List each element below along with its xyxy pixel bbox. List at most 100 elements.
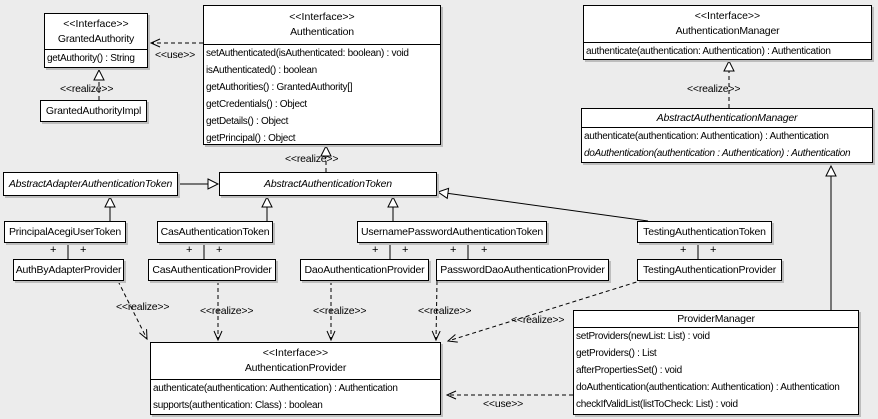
realize-label-testingauthenticationprovider-label: <<realize>> xyxy=(511,314,565,326)
method-row: getPrincipal() : Object xyxy=(206,133,296,143)
class-header-dao-authentication-provider: DaoAuthenticationProvider xyxy=(301,260,428,280)
class-name: AuthenticationManager xyxy=(675,25,780,37)
class-header-abstract-adapter-authentication-token: AbstractAdapterAuthenticationToken xyxy=(4,173,177,195)
class-name: TestingAuthenticationProvider xyxy=(642,263,777,276)
class-name: AbstractAuthenticationToken xyxy=(264,177,392,190)
class-principal-acegi-user-token[interactable]: PrincipalAcegiUserToken xyxy=(4,221,126,243)
class-name: Authentication xyxy=(290,26,354,38)
class-header-abstract-authentication-token: AbstractAuthenticationToken xyxy=(220,173,436,195)
class-header-username-password-authentication-token: UsernamePasswordAuthenticationToken xyxy=(358,222,546,242)
stereotype-label: <<Interface>> xyxy=(63,17,129,30)
class-provider-manager[interactable]: ProviderManager setProviders(newList: Lis… xyxy=(573,310,859,415)
method-compartment: authenticate(authentication: Authenticat… xyxy=(151,379,440,413)
class-header-cas-authentication-provider: CasAuthenticationProvider xyxy=(149,260,275,280)
class-name: PrincipalAcegiUserToken xyxy=(8,225,122,238)
class-name: PasswordDaoAuthenticationProvider xyxy=(440,263,605,276)
method-row: getAuthorities() : GrantedAuthority[] xyxy=(206,82,353,93)
class-dao-authentication-provider[interactable]: DaoAuthenticationProvider xyxy=(300,259,429,281)
plus-testing-left: + xyxy=(680,244,687,256)
method-row: getAuthority() : String xyxy=(47,53,135,64)
realize-label-grantedauthorityimpl-label: <<realize>> xyxy=(60,83,114,95)
plus-userpass-dao-right: + xyxy=(402,244,409,256)
class-name: GrantedAuthority xyxy=(57,32,135,45)
class-name: AbstractAdapterAuthenticationToken xyxy=(8,177,173,190)
class-header-cas-authentication-token: CasAuthenticationToken xyxy=(158,222,272,242)
class-name: TestingAuthenticationToken xyxy=(643,225,766,238)
class-granted-authority-impl[interactable]: GrantedAuthorityImpl xyxy=(40,100,147,122)
use-label-authentication-grantedauthority-label: <<use>> xyxy=(155,49,196,61)
class-header-auth-by-adapter-provider: AuthByAdapterProvider xyxy=(14,260,123,280)
class-cas-authentication-token[interactable]: CasAuthenticationToken xyxy=(157,221,273,243)
class-abstract-authentication-manager[interactable]: AbstractAuthenticationManager authenticat… xyxy=(581,108,873,163)
class-authentication[interactable]: <<Interface>> Authentication setAuthentica… xyxy=(203,5,441,145)
class-header-granted-authority-impl: GrantedAuthorityImpl xyxy=(41,101,146,121)
method-row: getProviders() : List xyxy=(576,348,657,359)
class-testing-authentication-token[interactable]: TestingAuthenticationToken xyxy=(637,221,772,243)
class-cas-authentication-provider[interactable]: CasAuthenticationProvider xyxy=(148,259,276,281)
plus-cas-right: + xyxy=(216,244,223,256)
class-name: UsernamePasswordAuthenticationToken xyxy=(360,225,544,238)
class-header-password-dao-authentication-provider: PasswordDaoAuthenticationProvider xyxy=(437,260,608,280)
stereotype-label: <<Interface>> xyxy=(289,11,355,23)
class-header-testing-authentication-token: TestingAuthenticationToken xyxy=(638,222,771,242)
method-row: getDetails() : Object xyxy=(206,116,289,127)
realize-label-abstractauthenticationmanager-label: <<realize>> xyxy=(687,83,741,95)
realize-label-passworddaoauthenticationprovider-label: <<realize>> xyxy=(418,305,472,317)
plus-testing-right: + xyxy=(710,244,717,256)
class-header-authentication: <<Interface>> Authentication xyxy=(204,6,440,44)
class-abstract-authentication-token[interactable]: AbstractAuthenticationToken xyxy=(219,172,437,196)
class-header-provider-manager: ProviderManager xyxy=(574,311,858,327)
class-name: AbstractAuthenticationManager xyxy=(656,111,798,124)
realize-testingauthenticationprovider xyxy=(446,279,644,343)
realize-label-abstractauthenticationtoken-label: <<realize>> xyxy=(285,153,339,165)
class-granted-authority[interactable]: <<Interface>> GrantedAuthority getAuthorit… xyxy=(44,13,148,68)
realize-authbyadapterprovider xyxy=(117,280,148,341)
class-name: CasAuthenticationToken xyxy=(160,225,270,238)
realize-passworddaoauthenticationprovider xyxy=(431,280,441,342)
class-header-testing-authentication-provider: TestingAuthenticationProvider xyxy=(638,260,781,280)
class-header-principal-acegi-user-token: PrincipalAcegiUserToken xyxy=(5,222,125,242)
stereotype-label: <<Interface>> xyxy=(262,347,329,359)
method-row: supports(authentication: Class) : boolea… xyxy=(153,400,323,411)
method-compartment: authenticate(authentication: Authenticat… xyxy=(584,42,871,58)
method-row: authenticate(authentication: Authenticat… xyxy=(586,46,831,57)
method-compartment: authenticate(authentication: Authenticat… xyxy=(582,127,872,161)
method-row: checkIfValidList(listToCheck: List) : vo… xyxy=(576,399,738,410)
class-name: AuthenticationProvider xyxy=(244,362,347,374)
plus-principal-left: + xyxy=(50,244,57,256)
class-header-authentication-provider: <<Interface>> AuthenticationProvider xyxy=(151,343,440,379)
realize-label-casauthenticationprovider-label: <<realize>> xyxy=(200,305,254,317)
plus-principal-right: + xyxy=(80,244,87,256)
method-compartment: setAuthenticated(isAuthenticated: boolea… xyxy=(204,44,440,143)
class-name: CasAuthenticationProvider xyxy=(152,263,272,276)
plus-userpass-pdao-right: + xyxy=(481,244,488,256)
method-compartment: setProviders(newList: List) : void getPro… xyxy=(574,327,858,413)
method-row: setAuthenticated(isAuthenticated: boolea… xyxy=(206,48,409,59)
class-auth-by-adapter-provider[interactable]: AuthByAdapterProvider xyxy=(13,259,124,281)
use-label-providermanager-label: <<use>> xyxy=(483,398,524,410)
class-header-authentication-manager: <<Interface>> AuthenticationManager xyxy=(584,6,871,42)
method-row: authenticate(authentication: Authenticat… xyxy=(153,383,398,394)
class-authentication-provider[interactable]: <<Interface>> AuthenticationProvider authe… xyxy=(150,342,441,415)
class-username-password-authentication-token[interactable]: UsernamePasswordAuthenticationToken xyxy=(357,221,547,243)
method-row: getCredentials() : Object xyxy=(206,99,307,110)
class-password-dao-authentication-provider[interactable]: PasswordDaoAuthenticationProvider xyxy=(436,259,609,281)
class-name: GrantedAuthorityImpl xyxy=(45,104,142,117)
class-testing-authentication-provider[interactable]: TestingAuthenticationProvider xyxy=(637,259,782,281)
class-name: ProviderManager xyxy=(677,312,755,325)
class-abstract-adapter-authentication-token[interactable]: AbstractAdapterAuthenticationToken xyxy=(3,172,178,196)
method-row: setProviders(newList: List) : void xyxy=(576,331,710,342)
realize-label-daoauthenticationprovider-label: <<realize>> xyxy=(313,305,367,317)
realize-label-authbyadapterprovider-label: <<realize>> xyxy=(116,301,170,313)
method-row: afterPropertiesSet() : void xyxy=(576,365,682,376)
method-row: authenticate(authentication: Authenticat… xyxy=(584,131,829,142)
plus-userpass-pdao-left: + xyxy=(450,244,457,256)
class-name: DaoAuthenticationProvider xyxy=(304,263,425,276)
class-header-abstract-authentication-manager: AbstractAuthenticationManager xyxy=(582,109,872,127)
plus-cas-left: + xyxy=(186,244,193,256)
stereotype-label: <<Interface>> xyxy=(694,10,761,22)
class-header-granted-authority: <<Interface>> GrantedAuthority xyxy=(45,14,147,49)
class-authentication-manager[interactable]: <<Interface>> AuthenticationManager authen… xyxy=(583,5,872,60)
